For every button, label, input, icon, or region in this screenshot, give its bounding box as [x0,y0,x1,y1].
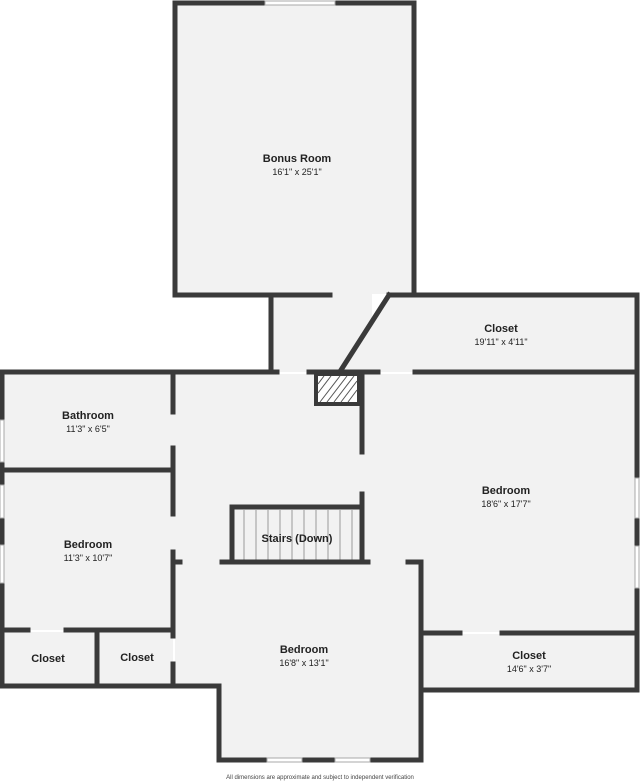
chimney-box [314,372,361,406]
bedroom-left-name: Bedroom [64,539,113,551]
floor-areas [4,4,636,758]
bonus-room-floor [176,4,413,294]
bonus-room-dims: 16'1" x 25'1" [272,167,321,177]
stairs-label: Stairs (Down) [262,533,333,545]
bedroom-left-dims: 11'3" x 10'7" [64,553,113,563]
stairs-floor [232,508,360,562]
windows [0,0,640,763]
closet-bl1-floor [4,632,96,684]
window [0,544,5,584]
bedroom-bottom-dims: 16'8" x 13'1" [279,658,328,668]
bathroom-name: Bathroom [62,410,114,422]
bedroom-bottom-lower-floor [219,684,420,758]
wall [337,291,393,374]
bedroom-right-dims: 18'6" x 17'7" [481,499,530,509]
bedroom-bottom-name: Bedroom [280,644,329,656]
bathroom-dims: 11'3" x 6'5" [66,424,110,434]
window [634,545,640,589]
bedroom-bottom-floor [175,562,420,686]
closet-bl1-name: Closet [31,653,65,665]
closet-bl2-name: Closet [120,652,154,664]
bathroom-floor [4,374,173,468]
closet-top-dims: 19'11" x 4'11" [474,337,527,347]
closet-br-floor [422,634,636,688]
window [0,484,5,519]
bedroom-right-name: Bedroom [482,485,531,497]
bonus-room-name: Bonus Room [263,153,332,165]
labels: Bonus Room 16'1" x 25'1" Closet 19'11" x… [31,153,551,781]
window [264,0,336,6]
window [266,757,303,763]
bedroom-left-floor [4,472,173,630]
walls [0,0,640,763]
window [634,477,640,519]
closet-bl2-floor [98,632,173,684]
window [334,757,371,763]
closet-top-floor [342,296,636,372]
window [0,419,5,463]
stair-treads [243,510,353,561]
closet-br-name: Closet [512,650,546,662]
closet-br-dims: 14'6" x 3'7" [507,664,551,674]
closet-top-name: Closet [484,323,518,335]
disclaimer: All dimensions are approximate and subje… [226,775,414,781]
